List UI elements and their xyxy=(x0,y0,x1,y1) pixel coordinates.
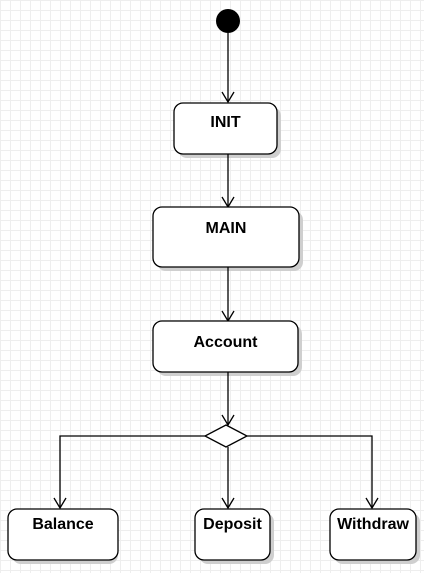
decision-node[interactable] xyxy=(203,424,249,448)
edge-decision-to-withdraw xyxy=(247,435,379,510)
state-deposit-label: Deposit xyxy=(203,516,262,533)
edge-decision-to-balance xyxy=(53,435,205,510)
state-withdraw-label: Withdraw xyxy=(337,516,409,533)
state-withdraw[interactable]: Withdraw xyxy=(329,508,420,564)
state-balance[interactable]: Balance xyxy=(7,508,119,564)
edge-decision-to-deposit xyxy=(221,447,235,510)
state-main[interactable]: MAIN xyxy=(152,206,303,271)
edge-init-to-main xyxy=(221,154,235,209)
initial-node[interactable] xyxy=(216,9,240,33)
state-account-label: Account xyxy=(194,334,259,351)
state-account[interactable]: Account xyxy=(152,320,302,376)
state-main-label: MAIN xyxy=(206,220,247,237)
edge-main-to-account xyxy=(221,267,235,323)
state-init-label: INIT xyxy=(210,114,240,131)
state-balance-label: Balance xyxy=(32,516,93,533)
state-deposit[interactable]: Deposit xyxy=(194,508,274,564)
state-init[interactable]: INIT xyxy=(173,102,281,158)
edge-account-to-decision xyxy=(221,372,235,427)
edge-initial-to-init xyxy=(221,33,235,104)
